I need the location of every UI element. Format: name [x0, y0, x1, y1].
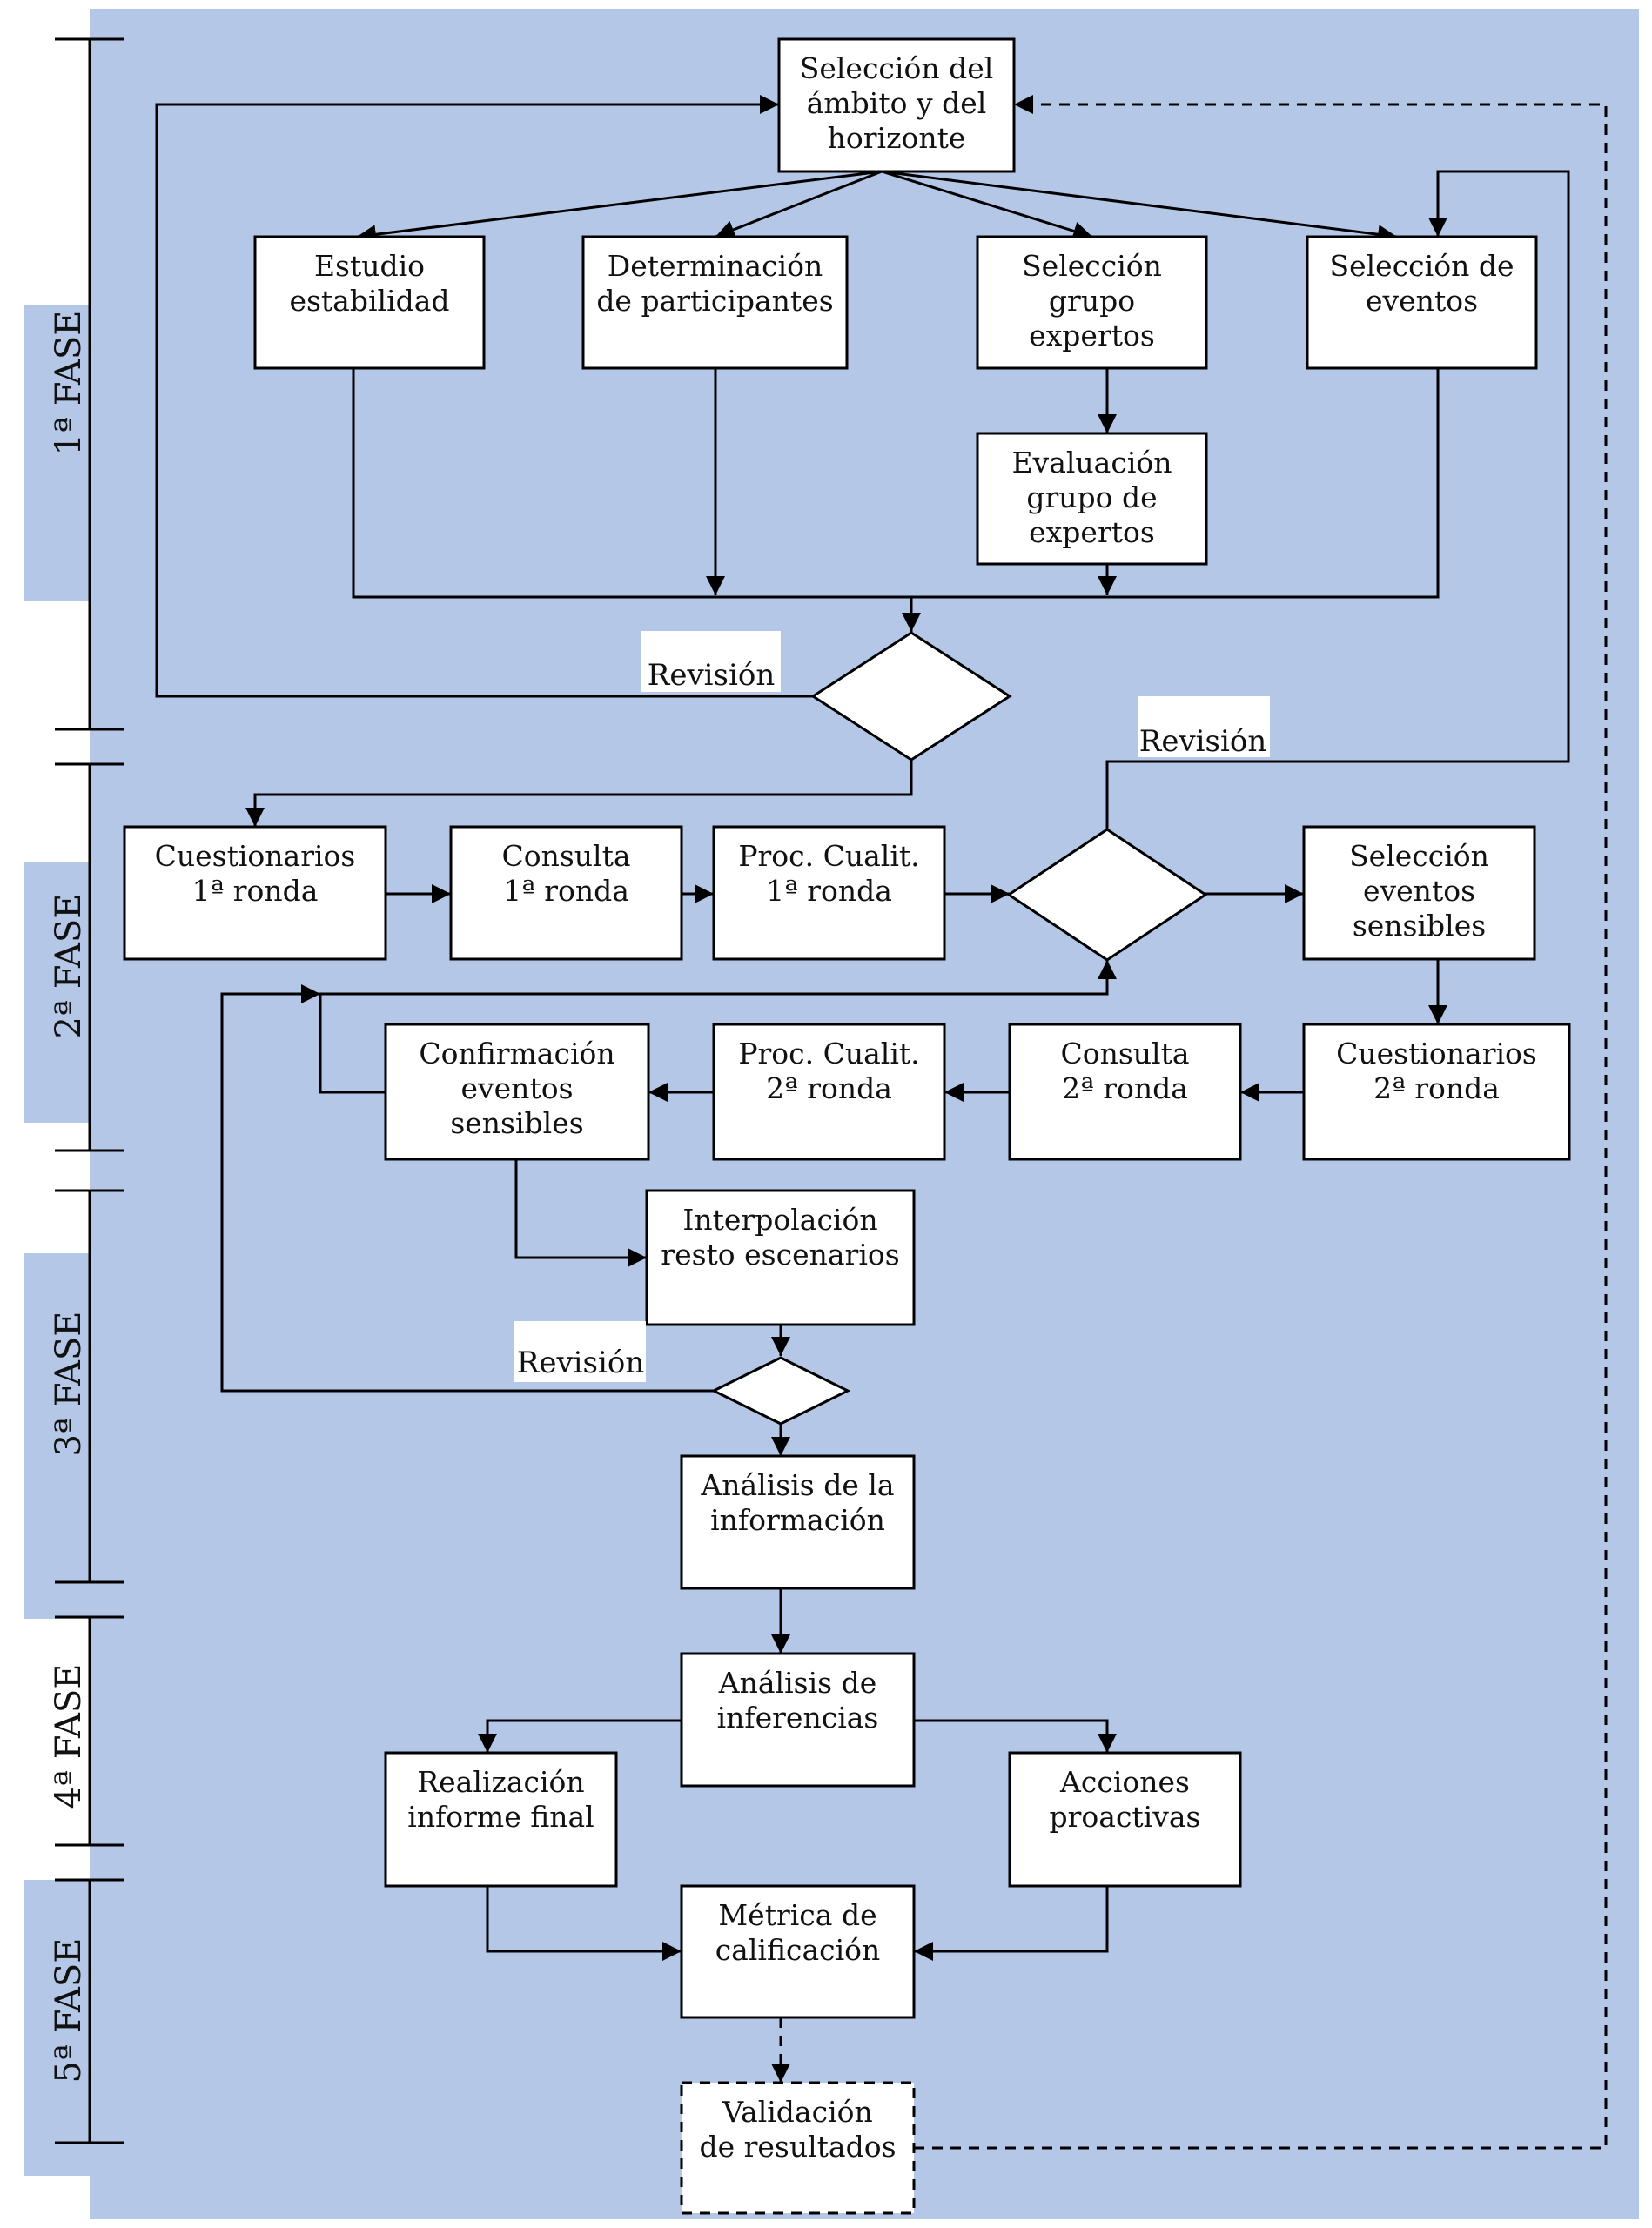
box-label-line: expertos: [1029, 515, 1155, 549]
box-label-line: de participantes: [596, 284, 833, 318]
box-label-line: información: [710, 1503, 885, 1537]
decision-label-background: [1138, 696, 1270, 757]
box-label-line: Selección: [1349, 839, 1489, 873]
box-label-line: Cuestionarios: [155, 839, 356, 873]
box-label-line: inferencias: [717, 1701, 879, 1735]
box-label-line: Consulta: [1060, 1037, 1189, 1070]
box-label-line: calificación: [715, 1933, 881, 1967]
box-label-line: Estudio: [314, 249, 425, 283]
box-label-line: Determinación: [608, 249, 823, 283]
box-label-line: informe final: [407, 1800, 594, 1834]
box-label-line: 1ª ronda: [192, 874, 319, 908]
box-label-line: Selección de: [1329, 249, 1514, 283]
box-label-line: de resultados: [699, 2130, 896, 2164]
box-label-line: Proc. Cualit.: [738, 839, 919, 873]
decision-diamond: [710, 1356, 851, 1426]
box-label-line: eventos: [460, 1071, 573, 1105]
phase-label-3: 3ª FASE: [49, 1312, 89, 1457]
box-label-line: eventos: [1366, 284, 1478, 318]
box-label-line: Consulta: [501, 839, 630, 873]
phase-labels: 1ª FASE 2ª FASE 3ª FASE 4ª FASE 5ª FASE: [49, 311, 89, 2084]
box-label-line: Realización: [417, 1765, 584, 1799]
box-label-line: ámbito y del: [807, 86, 987, 120]
box-label-line: resto escenarios: [661, 1238, 899, 1272]
decision-label: Revisión: [648, 658, 776, 693]
box-label-line: Selección: [1022, 249, 1162, 283]
box-label-line: 1ª ronda: [766, 874, 892, 908]
box-label-line: 2ª ronda: [1062, 1071, 1188, 1105]
box-label-line: proactivas: [1050, 1800, 1201, 1834]
decision-label: Revisión: [1139, 724, 1267, 759]
phase-label-1: 1ª FASE: [49, 311, 89, 456]
phase-axis: [55, 37, 124, 2144]
box-label-line: 2ª ronda: [766, 1071, 892, 1105]
decision-diamond: [1006, 828, 1208, 962]
box-label-line: 2ª ronda: [1373, 1071, 1500, 1105]
decision-label-background: [641, 631, 781, 692]
box-label-line: Proc. Cualit.: [738, 1037, 919, 1070]
decision-diamond: [810, 631, 1012, 762]
decision-label: Revisión: [517, 1346, 645, 1380]
box-label-line: Selección del: [800, 51, 994, 85]
connectors: [155, 95, 1608, 2150]
box-label-line: Confirmación: [419, 1037, 614, 1070]
box-label-line: sensibles: [1353, 909, 1486, 943]
box-label-line: horizonte: [828, 121, 966, 155]
decision-label-background: [514, 1321, 646, 1382]
box-label-line: Análisis de: [718, 1666, 876, 1700]
box-label-line: Interpolación: [682, 1203, 877, 1237]
box-label-line: estabilidad: [289, 284, 449, 318]
box-label-line: Métrica de: [718, 1898, 876, 1932]
box-proc-cualit-2: Proc. Cualit.2ª ronda: [712, 1023, 946, 1161]
box-label-line: eventos: [1363, 874, 1475, 908]
decision-revision-1: Revisión: [641, 631, 1012, 762]
box-proc-cualit-1: Proc. Cualit.1ª ronda: [712, 825, 946, 961]
box-label-line: Cuestionarios: [1336, 1037, 1537, 1070]
box-label-line: Evaluación: [1011, 446, 1172, 480]
box-label-line: Validación: [722, 2095, 873, 2129]
box-label-line: Análisis de la: [700, 1468, 894, 1502]
box-label-line: grupo: [1049, 284, 1135, 318]
box-label-line: sensibles: [450, 1106, 583, 1140]
phase-column-background: [24, 305, 94, 2176]
phase-label-4: 4ª FASE: [49, 1664, 89, 1809]
box-label-line: Acciones: [1059, 1765, 1190, 1799]
phase-label-2: 2ª FASE: [49, 894, 89, 1039]
decision-revision-2: Revisión: [1006, 696, 1270, 962]
box-label-line: expertos: [1029, 319, 1155, 352]
box-label-line: 1ª ronda: [503, 874, 629, 908]
phase-label-5: 5ª FASE: [49, 1938, 89, 2084]
decision-revision-3: Revisión: [514, 1321, 851, 1426]
box-label-line: grupo de: [1026, 480, 1157, 514]
